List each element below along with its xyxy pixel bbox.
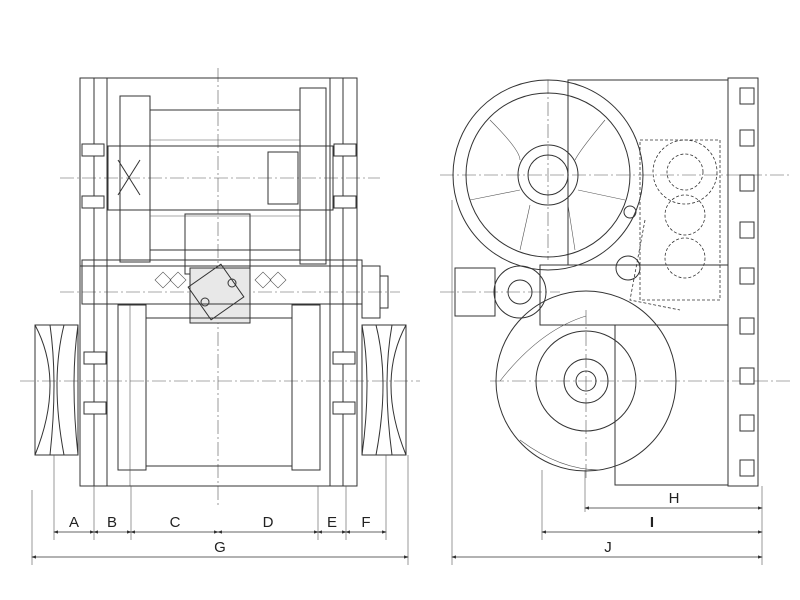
dim-label-g: G bbox=[214, 539, 226, 556]
dim-label-c: C bbox=[170, 514, 181, 531]
dimension-lines: A B C D E F G H I J bbox=[31, 200, 763, 565]
dim-label-i: I bbox=[650, 514, 654, 531]
dim-label-j: J bbox=[604, 539, 612, 556]
dim-label-h: H bbox=[669, 490, 680, 507]
dim-label-d: D bbox=[263, 514, 274, 531]
dim-label-b: B bbox=[107, 514, 117, 531]
front-view bbox=[20, 68, 420, 505]
dim-label-f: F bbox=[361, 514, 370, 531]
dim-label-a: A bbox=[69, 514, 79, 531]
dim-label-e: E bbox=[327, 514, 337, 531]
side-view bbox=[440, 77, 790, 487]
